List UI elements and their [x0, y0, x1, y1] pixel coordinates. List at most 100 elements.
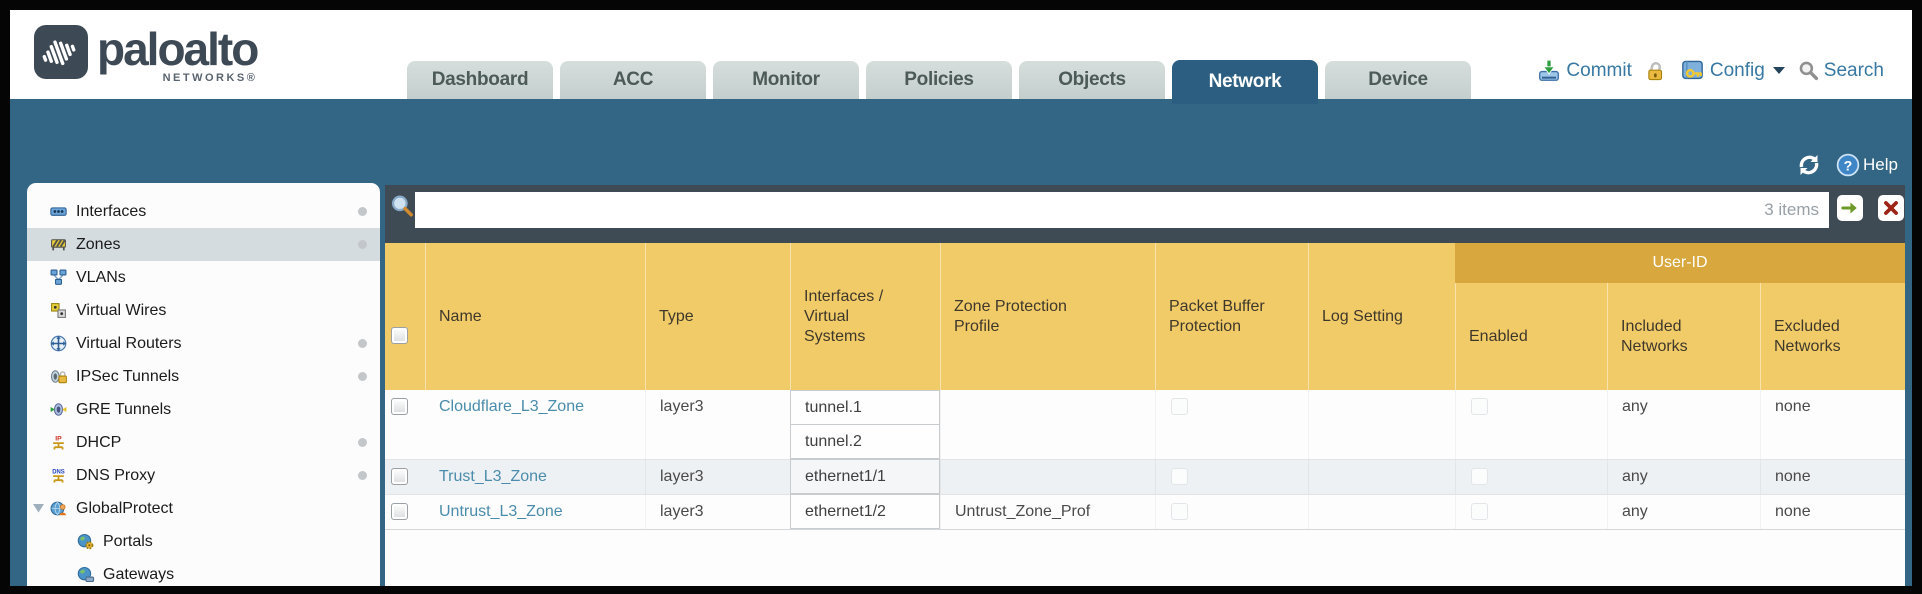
tab-acc[interactable]: ACC: [560, 61, 706, 99]
help-button[interactable]: ? Help: [1836, 153, 1898, 177]
zones-content: 3 items User-ID Name Type Interfaces / V…: [385, 185, 1905, 586]
ipsec-tunnels-icon: [50, 370, 67, 384]
sidebar-item-zones[interactable]: Zones: [27, 228, 380, 261]
filter-input-box: 3 items: [415, 192, 1829, 228]
zone-type-cell: layer3: [645, 390, 790, 459]
sidebar-item-gateways[interactable]: Gateways: [27, 558, 380, 586]
header-actions: Commit Config: [1537, 58, 1884, 83]
gre-tunnels-icon: [50, 403, 67, 416]
main-nav-tabs: Dashboard ACC Monitor Policies Objects N…: [407, 60, 1471, 104]
unlock-icon: [1648, 61, 1662, 80]
table-row: Untrust_L3_Zone layer3 ethernet1/2 Untru…: [385, 494, 1905, 530]
zone-type-cell: layer3: [645, 460, 790, 494]
sidebar-item-label: DNS Proxy: [76, 466, 156, 484]
user-id-group-header: User-ID: [1455, 243, 1905, 283]
virtual-wires-icon: [51, 303, 66, 318]
interface-cell: tunnel.1: [790, 390, 940, 425]
tab-network[interactable]: Network: [1172, 60, 1318, 104]
svg-text:IP: IP: [55, 436, 62, 443]
tab-device[interactable]: Device: [1325, 61, 1471, 99]
search-button[interactable]: Search: [1798, 60, 1884, 82]
filter-input[interactable]: [415, 194, 1765, 226]
packet-buffer-checkbox: [1171, 398, 1188, 415]
paloalto-logo-icon: [34, 25, 88, 79]
paloalto-logo: paloalto NETWORKS®: [33, 23, 259, 84]
user-id-enabled-checkbox: [1471, 398, 1488, 415]
packet-buffer-cell: [1155, 495, 1308, 529]
zone-name-link[interactable]: Untrust_L3_Zone: [439, 503, 563, 520]
config-label: Config: [1709, 59, 1765, 81]
item-count: 3 items: [1764, 200, 1819, 219]
sidebar-item-dns-proxy[interactable]: DNS DNS Proxy: [27, 459, 380, 492]
col-header-interfaces[interactable]: Interfaces / Virtual Systems: [790, 243, 940, 390]
sidebar-item-label: Gateways: [103, 565, 175, 583]
sidebar-item-label: Portals: [103, 532, 153, 550]
lock-button[interactable]: [1645, 60, 1667, 82]
sub-header-band: ? Help: [10, 99, 1912, 186]
col-header-type[interactable]: Type: [645, 243, 790, 390]
refresh-icon[interactable]: [1796, 152, 1822, 178]
sidebar-item-virtual-wires[interactable]: Virtual Wires: [27, 294, 380, 327]
col-header-excluded-networks[interactable]: Excluded Networks: [1760, 283, 1905, 390]
log-setting-cell: [1308, 495, 1455, 529]
col-header-enabled[interactable]: Enabled: [1455, 283, 1607, 390]
tab-policies[interactable]: Policies: [866, 61, 1012, 99]
globalprotect-icon: [50, 501, 67, 516]
zone-type-cell: layer3: [645, 495, 790, 529]
packet-buffer-cell: [1155, 390, 1308, 459]
col-header-packet-buffer[interactable]: Packet Buffer Protection: [1155, 243, 1308, 390]
change-dot: [358, 339, 367, 348]
virtual-routers-icon: [50, 335, 67, 352]
excluded-networks-cell: none: [1760, 390, 1905, 459]
row-checkbox[interactable]: [391, 468, 408, 485]
apply-filter-button[interactable]: [1837, 195, 1863, 221]
svg-text:DNS: DNS: [52, 469, 65, 475]
commit-button[interactable]: Commit: [1537, 59, 1632, 83]
col-header-name[interactable]: Name: [425, 243, 645, 390]
change-dot: [358, 471, 367, 480]
zone-protection-cell: [940, 460, 1155, 494]
enabled-cell: [1455, 495, 1607, 529]
log-setting-cell: [1308, 460, 1455, 494]
sidebar-item-portals[interactable]: Portals: [27, 525, 380, 558]
enabled-cell: [1455, 460, 1607, 494]
clear-filter-button[interactable]: [1878, 195, 1904, 221]
col-header-zone-protection[interactable]: Zone Protection Profile: [940, 243, 1155, 390]
sidebar-item-globalprotect[interactable]: GlobalProtect: [27, 492, 380, 525]
row-checkbox[interactable]: [391, 398, 408, 415]
col-header-log-setting[interactable]: Log Setting: [1308, 243, 1455, 390]
sidebar-item-label: IPSec Tunnels: [76, 367, 180, 385]
zone-protection-cell: Untrust_Zone_Prof: [940, 495, 1155, 529]
excluded-networks-cell: none: [1760, 460, 1905, 494]
sidebar-item-label: Virtual Wires: [76, 301, 167, 319]
packet-buffer-cell: [1155, 460, 1308, 494]
search-icon: [1799, 61, 1818, 81]
filter-bar: 3 items: [385, 185, 1905, 243]
sidebar-item-dhcp[interactable]: IP DHCP: [27, 426, 380, 459]
tab-objects[interactable]: Objects: [1019, 61, 1165, 99]
sidebar-item-label: Zones: [76, 235, 121, 253]
included-networks-cell: any: [1607, 390, 1760, 459]
tab-monitor[interactable]: Monitor: [713, 61, 859, 99]
select-all-checkbox[interactable]: [391, 327, 408, 344]
col-header-included-networks[interactable]: Included Networks: [1607, 283, 1760, 390]
sidebar-item-ipsec-tunnels[interactable]: IPSec Tunnels: [27, 360, 380, 393]
packet-buffer-checkbox: [1171, 503, 1188, 520]
config-dropdown[interactable]: Config: [1680, 58, 1785, 83]
app-window: paloalto NETWORKS® Dashboard ACC Monitor…: [10, 10, 1912, 586]
user-id-enabled-checkbox: [1471, 468, 1488, 485]
sidebar-item-vlans[interactable]: VLANs: [27, 261, 380, 294]
tab-dashboard[interactable]: Dashboard: [407, 61, 553, 99]
change-dot: [358, 240, 367, 249]
expander-triangle-icon[interactable]: [32, 503, 45, 514]
interface-cell: ethernet1/2: [790, 494, 940, 529]
change-dot: [358, 372, 367, 381]
table-header: User-ID Name Type Interfaces / Virtual S…: [385, 243, 1905, 390]
sidebar-item-interfaces[interactable]: Interfaces: [27, 195, 380, 228]
zone-name-link[interactable]: Trust_L3_Zone: [439, 468, 547, 485]
sidebar-item-gre-tunnels[interactable]: GRE Tunnels: [27, 393, 380, 426]
zone-name-link[interactable]: Cloudflare_L3_Zone: [439, 398, 584, 415]
row-checkbox[interactable]: [391, 503, 408, 520]
sidebar-item-virtual-routers[interactable]: Virtual Routers: [27, 327, 380, 360]
chevron-down-icon: [1772, 67, 1785, 74]
